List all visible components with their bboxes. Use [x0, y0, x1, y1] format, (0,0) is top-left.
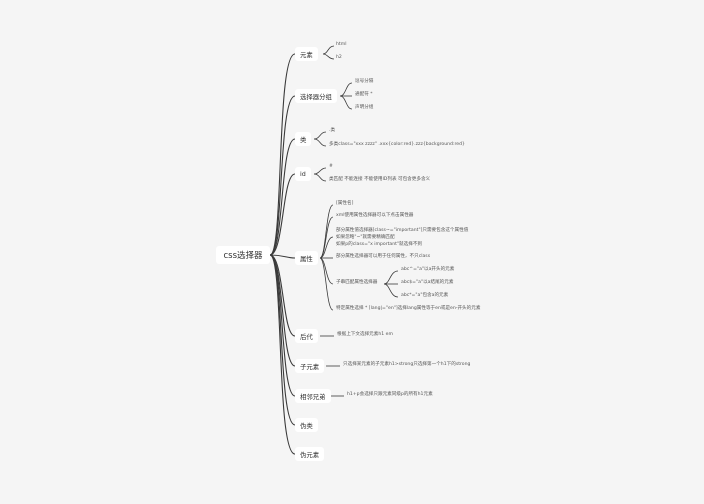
leaf-attribute-any: 部分属性选择器可以用于任何属性，不只class — [336, 254, 431, 259]
branch-descendant[interactable]: 后代 — [295, 329, 318, 343]
leaf-element-h2: h2 — [336, 55, 342, 60]
leaf-substring-ends: abc$="a"以a结尾的元素 — [401, 280, 454, 285]
leaf-attribute-partial-line2: 如果忽略"~"就需要精确匹配 — [336, 235, 395, 240]
leaf-child: 只选择某元素的子元素h1>strong只选择第一个h1下的strong — [343, 362, 471, 367]
leaf-element-html: html — [336, 42, 347, 47]
leaf-descendant: 根据上下文选择元素h1 em — [337, 332, 393, 337]
branch-pseudo-element[interactable]: 伪元素 — [295, 447, 325, 461]
branch-class[interactable]: 类 — [295, 132, 312, 146]
leaf-attribute-lang: 特定属性选择 * [lang|="en"]选择lang属性等于en或是en-开头… — [336, 306, 481, 311]
leaf-selector-group-declaration: 声明分组 — [355, 105, 374, 110]
leaf-selector-group-wildcard: 通配符 * — [355, 92, 373, 97]
link-root-attribute — [269, 254, 296, 259]
branch-attribute[interactable]: 属性 — [295, 251, 318, 265]
leaf-selector-group-comma: 逗号分隔 — [355, 79, 374, 84]
branch-element[interactable]: 元素 — [295, 47, 318, 61]
link-root-id — [269, 173, 296, 256]
link-root-sibling — [269, 254, 296, 397]
leaf-attribute-partial-line1: 部分属性值选择器[class~="important"]只需要包含这个属性值 — [336, 228, 469, 233]
leaf-attribute-partial: 部分属性值选择器[class~="important"]只需要包含这个属性值 如… — [336, 227, 468, 248]
leaf-substring-contains: abc*="a"包含a的元素 — [401, 293, 449, 298]
link-root-class — [269, 138, 296, 256]
link-root-selector-group — [269, 95, 296, 256]
link-root-pseudo-element — [269, 254, 296, 455]
leaf-attribute-name: [属性名] — [336, 201, 354, 206]
leaf-attribute-partial-line3: 如果p的class="x important"就选择不到 — [336, 242, 423, 247]
branch-id[interactable]: id — [295, 167, 311, 181]
root-node[interactable]: css选择器 — [216, 246, 270, 264]
leaf-substring-starts: abc^="a"以a开头的元素 — [401, 267, 455, 272]
leaf-sibling: h1+p会选择只跟元素同级p的所有h1元素 — [347, 392, 433, 397]
leaf-class-dot: .类 — [329, 128, 336, 133]
link-root-child — [269, 254, 296, 367]
branch-selector-group[interactable]: 选择器分组 — [295, 89, 337, 103]
leaf-id-notes: 类匹配 不能连接 不能使用ID列表 可包含更多含义 — [329, 177, 431, 182]
branch-pseudo-class[interactable]: 伪类 — [295, 418, 318, 432]
branch-child[interactable]: 子元素 — [295, 359, 325, 373]
leaf-id-hash: # — [329, 164, 333, 169]
leaf-class-multi: 多类class="xxx zzzz" .xxx{color:red}.zzz{b… — [329, 142, 465, 147]
leaf-attribute-xml: xml使用属性选择器可以下点击属性器 — [336, 213, 414, 218]
branch-sibling[interactable]: 相邻兄弟 — [295, 389, 331, 403]
leaf-attribute-substring: 子串匹配属性选择器 — [336, 280, 378, 285]
